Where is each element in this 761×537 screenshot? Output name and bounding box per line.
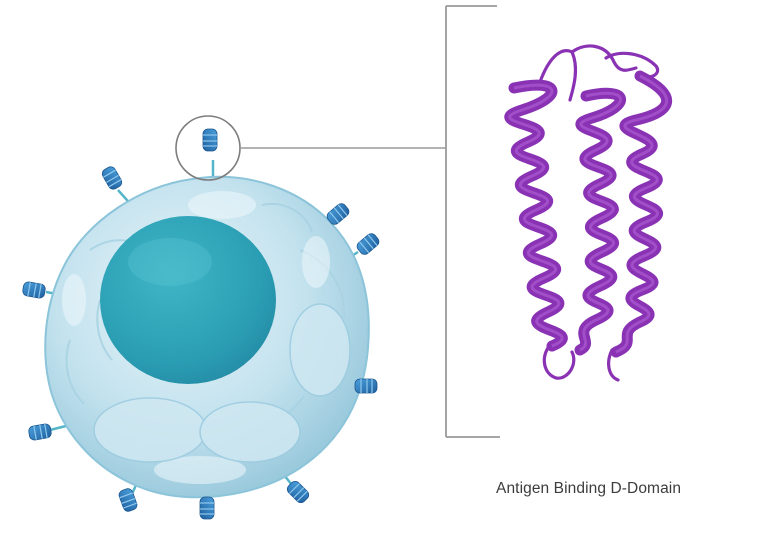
- receptor-icon: [100, 165, 123, 191]
- receptor-icon: [355, 232, 381, 257]
- helix-left: [510, 85, 563, 346]
- receptor-icon: [28, 423, 52, 441]
- cell-illustration: [22, 129, 381, 519]
- figure-caption: Antigen Binding D-Domain: [496, 480, 681, 498]
- protein-ribbon: [510, 46, 667, 380]
- bracket: [446, 6, 500, 437]
- receptor-icon: [22, 281, 46, 299]
- receptor-icon: [200, 497, 214, 519]
- receptor-icon: [203, 129, 217, 151]
- nucleus-shine: [128, 238, 212, 286]
- receptor-icon: [118, 487, 139, 512]
- helix-middle: [580, 93, 621, 350]
- helix-right: [616, 76, 667, 352]
- receptor-icon: [355, 379, 377, 393]
